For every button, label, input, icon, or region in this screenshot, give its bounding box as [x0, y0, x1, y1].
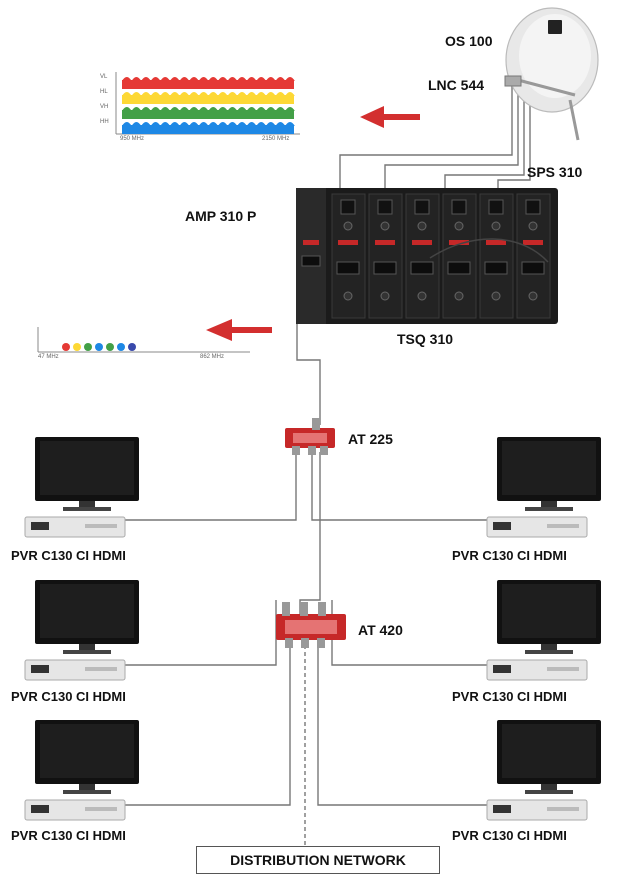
set-top-box-icon — [486, 659, 588, 681]
receiver-label-right-1: PVR C130 CI HDMI — [452, 548, 567, 563]
cable-at225-right — [311, 452, 490, 521]
satellite-dish-icon — [504, 7, 599, 141]
out-channel-dot — [62, 343, 70, 351]
label-dish: OS 100 — [445, 33, 493, 49]
out-spectrum — [37, 327, 250, 353]
sat-band-3 — [122, 122, 295, 134]
receiver-label-left-2: PVR C130 CI HDMI — [11, 689, 126, 704]
receiver-label-right-3: PVR C130 CI HDMI — [452, 828, 567, 843]
label-amp: AMP 310 P — [185, 208, 257, 224]
arrow-icon-out — [206, 319, 272, 341]
set-top-box-icon — [486, 516, 588, 538]
label-headend: TSQ 310 — [397, 331, 454, 347]
headend-module — [331, 193, 366, 319]
sat-spectrum — [115, 72, 300, 135]
cable-at225-down — [299, 452, 321, 615]
set-top-box-icon — [486, 799, 588, 821]
out-channel-dot — [95, 343, 103, 351]
set-top-box-icon — [24, 799, 126, 821]
set-top-box-icon — [24, 516, 126, 538]
cable-at420-left-bot — [125, 645, 291, 806]
flat-tv-icon — [497, 580, 601, 654]
cable-lnb-3 — [444, 85, 525, 200]
receiver-label-right-2: PVR C130 CI HDMI — [452, 689, 567, 704]
sat-band-0 — [122, 77, 295, 89]
out-freq-low: 47 MHz — [38, 354, 59, 360]
splitter-at225 — [285, 418, 335, 455]
label-splitter-mid: AT 420 — [358, 622, 403, 638]
cable-at225-left — [125, 452, 297, 521]
headend-module — [368, 193, 403, 319]
cable-at420-right-top — [331, 600, 490, 666]
headend-rack — [296, 188, 558, 324]
sat-band-2 — [122, 107, 295, 119]
receiver-label-left-1: PVR C130 CI HDMI — [11, 548, 126, 563]
flat-tv-icon — [35, 437, 139, 511]
label-lnb: LNC 544 — [428, 77, 485, 93]
out-channel-dot — [84, 343, 92, 351]
cable-lnb-1 — [339, 85, 513, 200]
sat-band-1 — [122, 92, 295, 104]
flat-tv-icon — [497, 437, 601, 511]
arrow-icon-sat — [360, 106, 420, 128]
flat-tv-icon — [35, 720, 139, 794]
sat-freq-low: 950 MHz — [120, 136, 145, 142]
out-channel-dot — [73, 343, 81, 351]
cables — [125, 85, 531, 845]
cable-at420-right-bot — [317, 645, 490, 806]
headend-module — [516, 193, 551, 319]
distribution-network-box: DISTRIBUTION NETWORK — [196, 846, 440, 874]
headend-module — [442, 193, 477, 319]
sat-freq-high: 2150 MHz — [262, 136, 290, 142]
splitter-at420 — [276, 602, 346, 648]
receiver-label-left-3: PVR C130 CI HDMI — [11, 828, 126, 843]
flat-tv-icon — [35, 580, 139, 654]
sat-band-hl: HL — [100, 89, 108, 95]
out-freq-high: 862 MHz — [200, 354, 225, 360]
out-channel-dot — [106, 343, 114, 351]
label-sps: SPS 310 — [527, 164, 583, 180]
out-channel-dot — [117, 343, 125, 351]
cable-lnb-2 — [384, 85, 519, 200]
distribution-network-label: DISTRIBUTION NETWORK — [230, 852, 406, 868]
sat-band-hh: HH — [100, 119, 109, 125]
headend-module — [479, 193, 514, 319]
set-top-box-icon — [24, 659, 126, 681]
sat-band-vl: VL — [100, 74, 108, 80]
label-splitter-top: AT 225 — [348, 431, 393, 447]
out-channel-dot — [128, 343, 136, 351]
cable-at420-left-top — [125, 600, 277, 666]
sat-band-vh: VH — [100, 104, 109, 110]
flat-tv-icon — [497, 720, 601, 794]
